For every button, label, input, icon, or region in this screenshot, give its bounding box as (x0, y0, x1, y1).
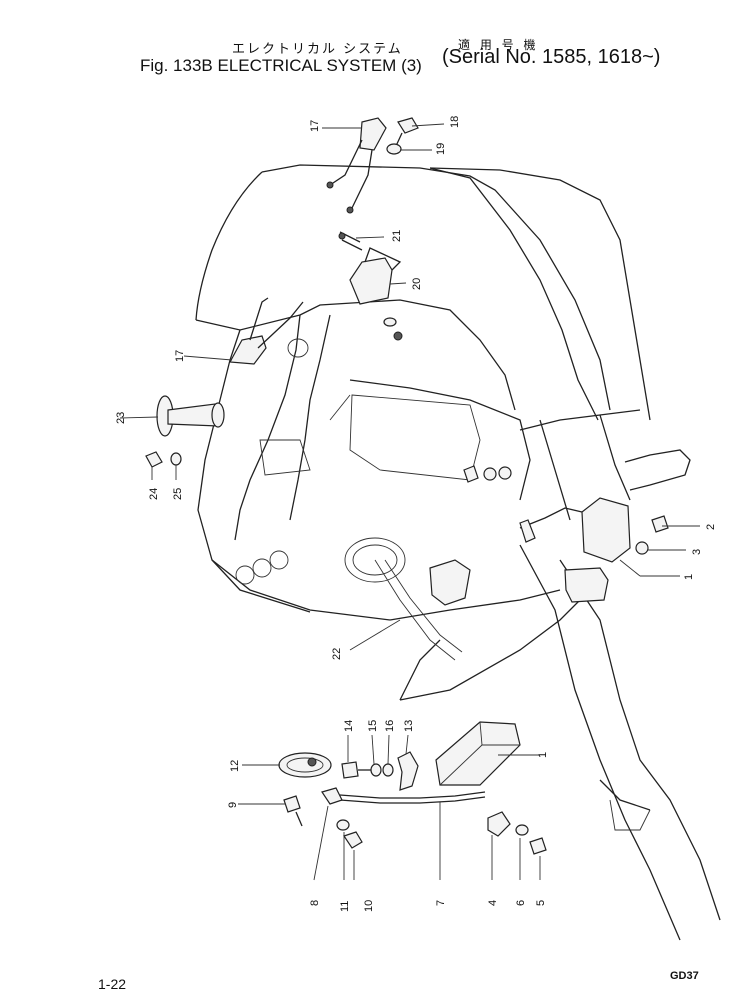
part-labels: 17 18 19 21 20 17 23 24 25 2 3 1 22 12 1… (115, 116, 717, 912)
part-9-bolt (283, 795, 303, 827)
part-label-8: 8 (309, 900, 321, 906)
rear-bolt-set (463, 465, 512, 483)
part-label-3: 3 (691, 549, 703, 555)
japanese-title: エレクトリカル システム (232, 42, 403, 57)
part-label-11: 11 (339, 901, 351, 912)
part-4-bracket (487, 811, 511, 837)
part-label-10: 10 (363, 900, 375, 912)
part-19-washer (386, 143, 402, 155)
part-12-lamp (278, 752, 332, 778)
part-17-upper-lamp-arm (326, 117, 387, 214)
part-3-washer (635, 541, 649, 555)
part-label-2: 2 (705, 524, 717, 530)
page-number: 1-22 (98, 976, 127, 992)
part-7-cable (339, 791, 486, 804)
serial-range: (Serial No. 1585, 1618~) (442, 46, 661, 68)
part-label-5: 5 (535, 900, 547, 906)
part-8-clamp (321, 787, 343, 805)
part-label-17b: 17 (174, 350, 186, 362)
part-label-6: 6 (515, 900, 527, 906)
part-6-washer (515, 824, 529, 836)
part-11-washer (336, 819, 350, 831)
part-1-relay-box-right (519, 497, 631, 603)
part-label-22: 22 (331, 648, 343, 660)
part-label-21: 21 (391, 230, 403, 242)
part-label-14: 14 (343, 720, 355, 732)
part-15-washer (370, 763, 382, 777)
part-18-bolt (395, 117, 419, 147)
leader-lines (119, 123, 700, 881)
part-label-4: 4 (487, 900, 499, 906)
part-1-relay-box-lower (435, 721, 521, 786)
part-label-12: 12 (229, 760, 241, 772)
part-label-17a: 17 (309, 120, 321, 132)
japanese-serial-label: 適 用 号 機 (458, 38, 539, 52)
part-23-horn (156, 395, 225, 437)
part-14-bolt (341, 761, 372, 779)
part-label-19: 19 (435, 143, 447, 155)
part-label-1b: 1 (537, 752, 549, 758)
part-label-13: 13 (403, 720, 415, 732)
figure-title: Fig. 133B ELECTRICAL SYSTEM (3) (140, 56, 422, 75)
part-25-washer (170, 452, 182, 466)
part-label-25: 25 (172, 488, 184, 500)
part-10-nut (343, 831, 363, 849)
drawing-code: GD37 (670, 970, 699, 982)
part-13-bracket (397, 751, 419, 791)
part-17-lower-lamp-arm (229, 297, 309, 365)
part-label-16: 16 (384, 720, 396, 732)
part-label-9: 9 (227, 802, 239, 808)
part-16-washer (382, 763, 394, 777)
machine-body (195, 164, 721, 941)
part-label-18: 18 (449, 116, 461, 128)
part-2-bolt (651, 515, 669, 533)
part-label-15: 15 (367, 720, 379, 732)
part-label-23: 23 (115, 412, 127, 424)
part-20-bracket (349, 247, 403, 341)
part-label-7: 7 (435, 900, 447, 906)
part-label-1a: 1 (683, 574, 695, 580)
part-label-24: 24 (148, 488, 160, 500)
part-24-bolt (145, 451, 163, 468)
part-21-screws (338, 231, 363, 251)
part-label-20: 20 (411, 278, 423, 290)
part-5-bolt (529, 837, 547, 855)
